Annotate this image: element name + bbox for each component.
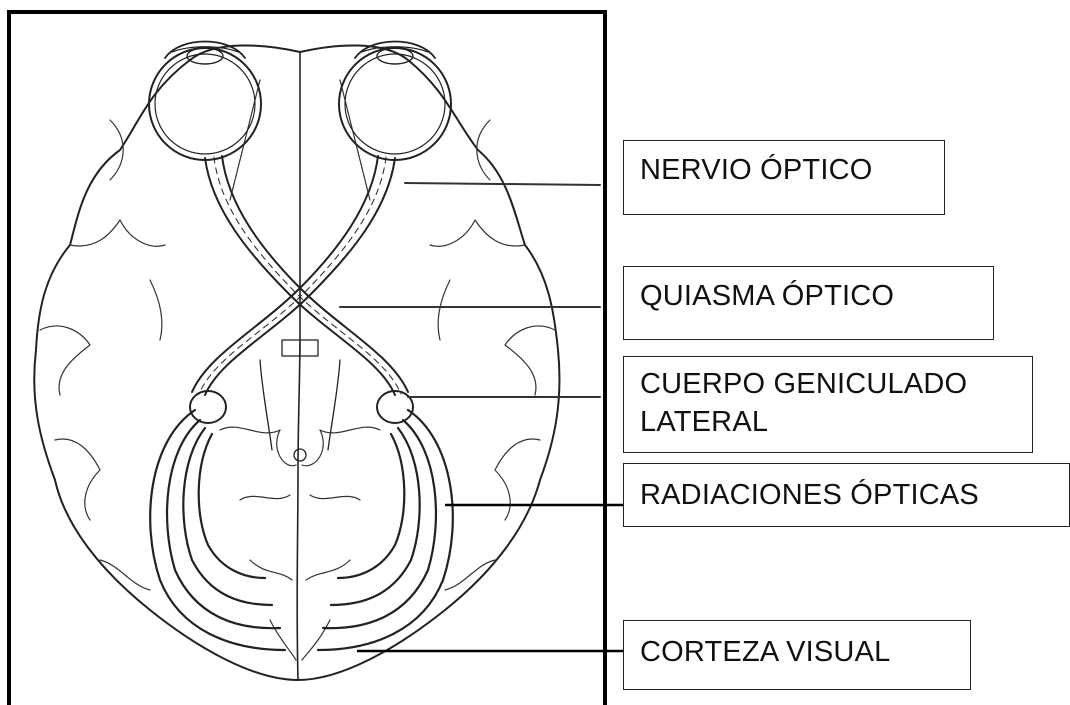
leader-nervio — [405, 183, 600, 185]
label-quiasma-optico: QUIASMA ÓPTICO — [623, 266, 994, 340]
label-cuerpo-geniculado-lateral: CUERPO GENICULADO LATERAL — [623, 356, 1033, 453]
label-text: NERVIO ÓPTICO — [640, 151, 944, 189]
label-corteza-visual: CORTEZA VISUAL — [623, 620, 971, 690]
label-radiaciones-opticas: RADIACIONES ÓPTICAS — [623, 463, 1070, 527]
label-text-line-2: LATERAL — [640, 403, 1032, 441]
label-text: QUIASMA ÓPTICO — [640, 277, 993, 315]
label-nervio-optico: NERVIO ÓPTICO — [623, 140, 945, 215]
lateral-geniculate-bodies — [190, 391, 413, 423]
leader-lines — [340, 183, 623, 651]
optic-radiations — [150, 410, 453, 650]
label-text-line-1: CUERPO GENICULADO — [640, 365, 1032, 403]
label-text: CORTEZA VISUAL — [640, 633, 970, 671]
label-text: RADIACIONES ÓPTICAS — [640, 476, 1069, 514]
longitudinal-fissure — [297, 52, 300, 680]
